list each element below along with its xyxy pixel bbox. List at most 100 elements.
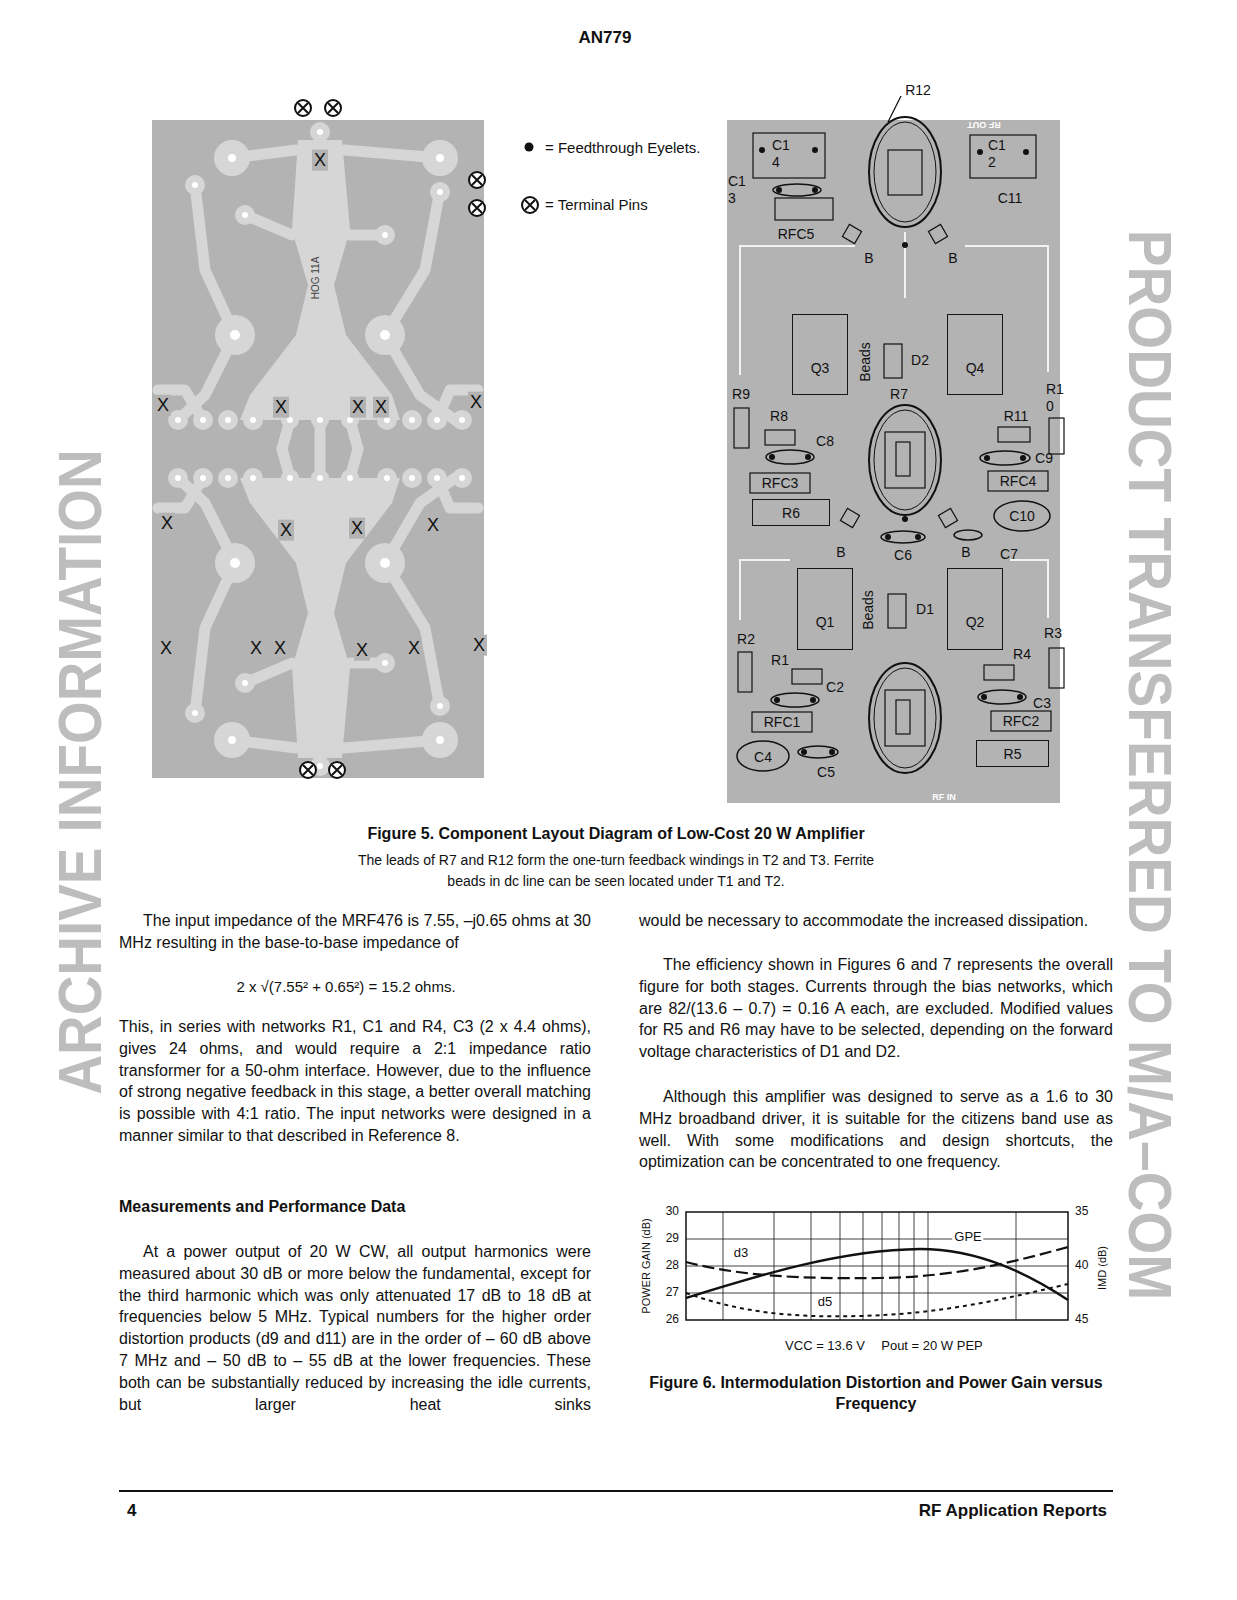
chart-grid <box>686 1239 1068 1240</box>
legend-item: = Terminal Pins <box>545 196 648 213</box>
part-label: Q1 <box>816 614 835 630</box>
part-label: Q4 <box>966 360 985 376</box>
capacitor-outline <box>881 531 925 543</box>
part-label: RF OUT <box>967 120 1001 130</box>
component-outline <box>752 712 812 732</box>
component-outline <box>928 224 947 243</box>
capacitor-outline <box>954 530 982 540</box>
part-label: C9 <box>1035 450 1053 466</box>
component-box: Q4 <box>947 314 1003 395</box>
part-label: R1 0 <box>1046 381 1066 415</box>
axis-label: IMD (dB) <box>1096 1246 1109 1290</box>
transformer-outline <box>885 432 925 488</box>
part-label: B <box>961 544 970 560</box>
feedthrough-eyelet <box>1023 149 1029 155</box>
footer-text: RF Application Reports <box>919 1501 1107 1521</box>
transformer-outline <box>874 410 936 510</box>
axis-label: 26 <box>666 1313 679 1327</box>
transformer-outline <box>885 690 925 746</box>
body-text: The efficiency shown in Figures 6 and 7 … <box>639 954 1113 1063</box>
part-label: C2 <box>826 679 844 695</box>
figure-caption: Figure 5. Component Layout Diagram of Lo… <box>367 825 864 843</box>
condition-label: Pout = 20 W PEP <box>881 1339 983 1354</box>
figure-caption: Figure 6. Intermodulation Distortion and… <box>641 1372 1111 1414</box>
terminal-pin <box>295 100 485 778</box>
pad-mark: X <box>373 397 389 418</box>
chart-curve <box>686 1284 1068 1316</box>
feedthrough-eyelet <box>805 454 811 460</box>
condition-label: VCC = 13.6 V <box>785 1339 865 1354</box>
chart-grid <box>840 1212 841 1320</box>
legend-symbol <box>525 143 534 152</box>
part-label: RFC1 <box>764 714 801 730</box>
capacitor-outline <box>994 501 1050 531</box>
chart-grid <box>686 1212 1068 1320</box>
equation: 2 x √(7.55² + 0.65²) = 15.2 ohms. <box>236 978 455 995</box>
legend-text: = Terminal Pins <box>545 196 648 213</box>
chart-grid <box>1016 1212 1017 1320</box>
feedthrough-eyelet <box>1017 694 1023 700</box>
capacitor-outline <box>766 450 814 464</box>
part-label: B <box>864 250 873 266</box>
axis-label: 27 <box>666 1286 679 1300</box>
section-heading: Measurements and Performance Data <box>119 1198 405 1216</box>
feedthrough-eyelet <box>759 147 765 153</box>
part-label: B <box>836 544 845 560</box>
part-label: RFC5 <box>778 226 815 242</box>
component-outline <box>888 594 906 628</box>
transformer-outline <box>874 668 936 768</box>
axis-label: 28 <box>666 1259 679 1273</box>
part-label: Beads <box>860 590 876 630</box>
feedthrough-eyelet <box>885 534 891 540</box>
chart-grid <box>686 1212 1068 1320</box>
chart-grid <box>899 1212 900 1320</box>
capacitor-outline <box>773 184 821 196</box>
pad-mark: X <box>406 638 422 659</box>
feedthrough-eyelet <box>810 697 816 703</box>
pad-mark: X <box>273 397 289 418</box>
component-outline <box>750 473 810 493</box>
capacitor-outline <box>798 746 838 758</box>
part-label: R12 <box>905 82 931 98</box>
axis-label: 30 <box>666 1205 679 1219</box>
part-label: R3 <box>1044 625 1062 641</box>
leader-line <box>888 96 901 122</box>
legend-item: = Feedthrough Eyelets. <box>545 139 701 156</box>
feedthrough-eyelet <box>829 749 835 755</box>
component-outline <box>970 135 1036 178</box>
axis-label: POWER GAIN (dB) <box>640 1218 653 1313</box>
capacitor-outline <box>737 741 789 771</box>
feedthrough-eyelet <box>812 147 818 153</box>
component-outline <box>984 665 1014 680</box>
feedthrough-eyelet <box>801 749 807 755</box>
legend-text: = Feedthrough Eyelets. <box>545 139 701 156</box>
chart-grid <box>928 1212 929 1320</box>
feedthrough-eyelet <box>774 697 780 703</box>
component-outline <box>1049 648 1064 688</box>
feedthrough-eyelet <box>915 534 921 540</box>
part-label: C7 <box>1000 546 1018 562</box>
pcb-board <box>152 120 484 778</box>
part-label: R5 <box>1004 746 1022 762</box>
pad-mark: X <box>425 515 441 536</box>
pad-mark: X <box>278 520 294 541</box>
page-header: AN779 <box>579 28 632 48</box>
component-board <box>727 96 1064 803</box>
chart-grid <box>686 1293 1068 1294</box>
part-label: RFC3 <box>762 475 799 491</box>
part-label: C6 <box>894 547 912 563</box>
pcb-board <box>158 449 478 776</box>
component-outline <box>775 198 833 220</box>
component-outline <box>765 430 795 445</box>
part-label: R1 <box>771 652 789 668</box>
chart-grid <box>811 1212 812 1320</box>
component-outline <box>998 427 1030 442</box>
board-marking: HOG 11A <box>310 257 322 300</box>
pad-mark: X <box>350 397 366 418</box>
pcb-board <box>152 120 484 778</box>
transformer-outline <box>869 117 941 773</box>
transformer-outline <box>869 117 941 227</box>
body-text: This, in series with networks R1, C1 and… <box>119 1016 591 1147</box>
capacitor-outline <box>771 693 819 707</box>
axis-label: 45 <box>1075 1313 1088 1327</box>
